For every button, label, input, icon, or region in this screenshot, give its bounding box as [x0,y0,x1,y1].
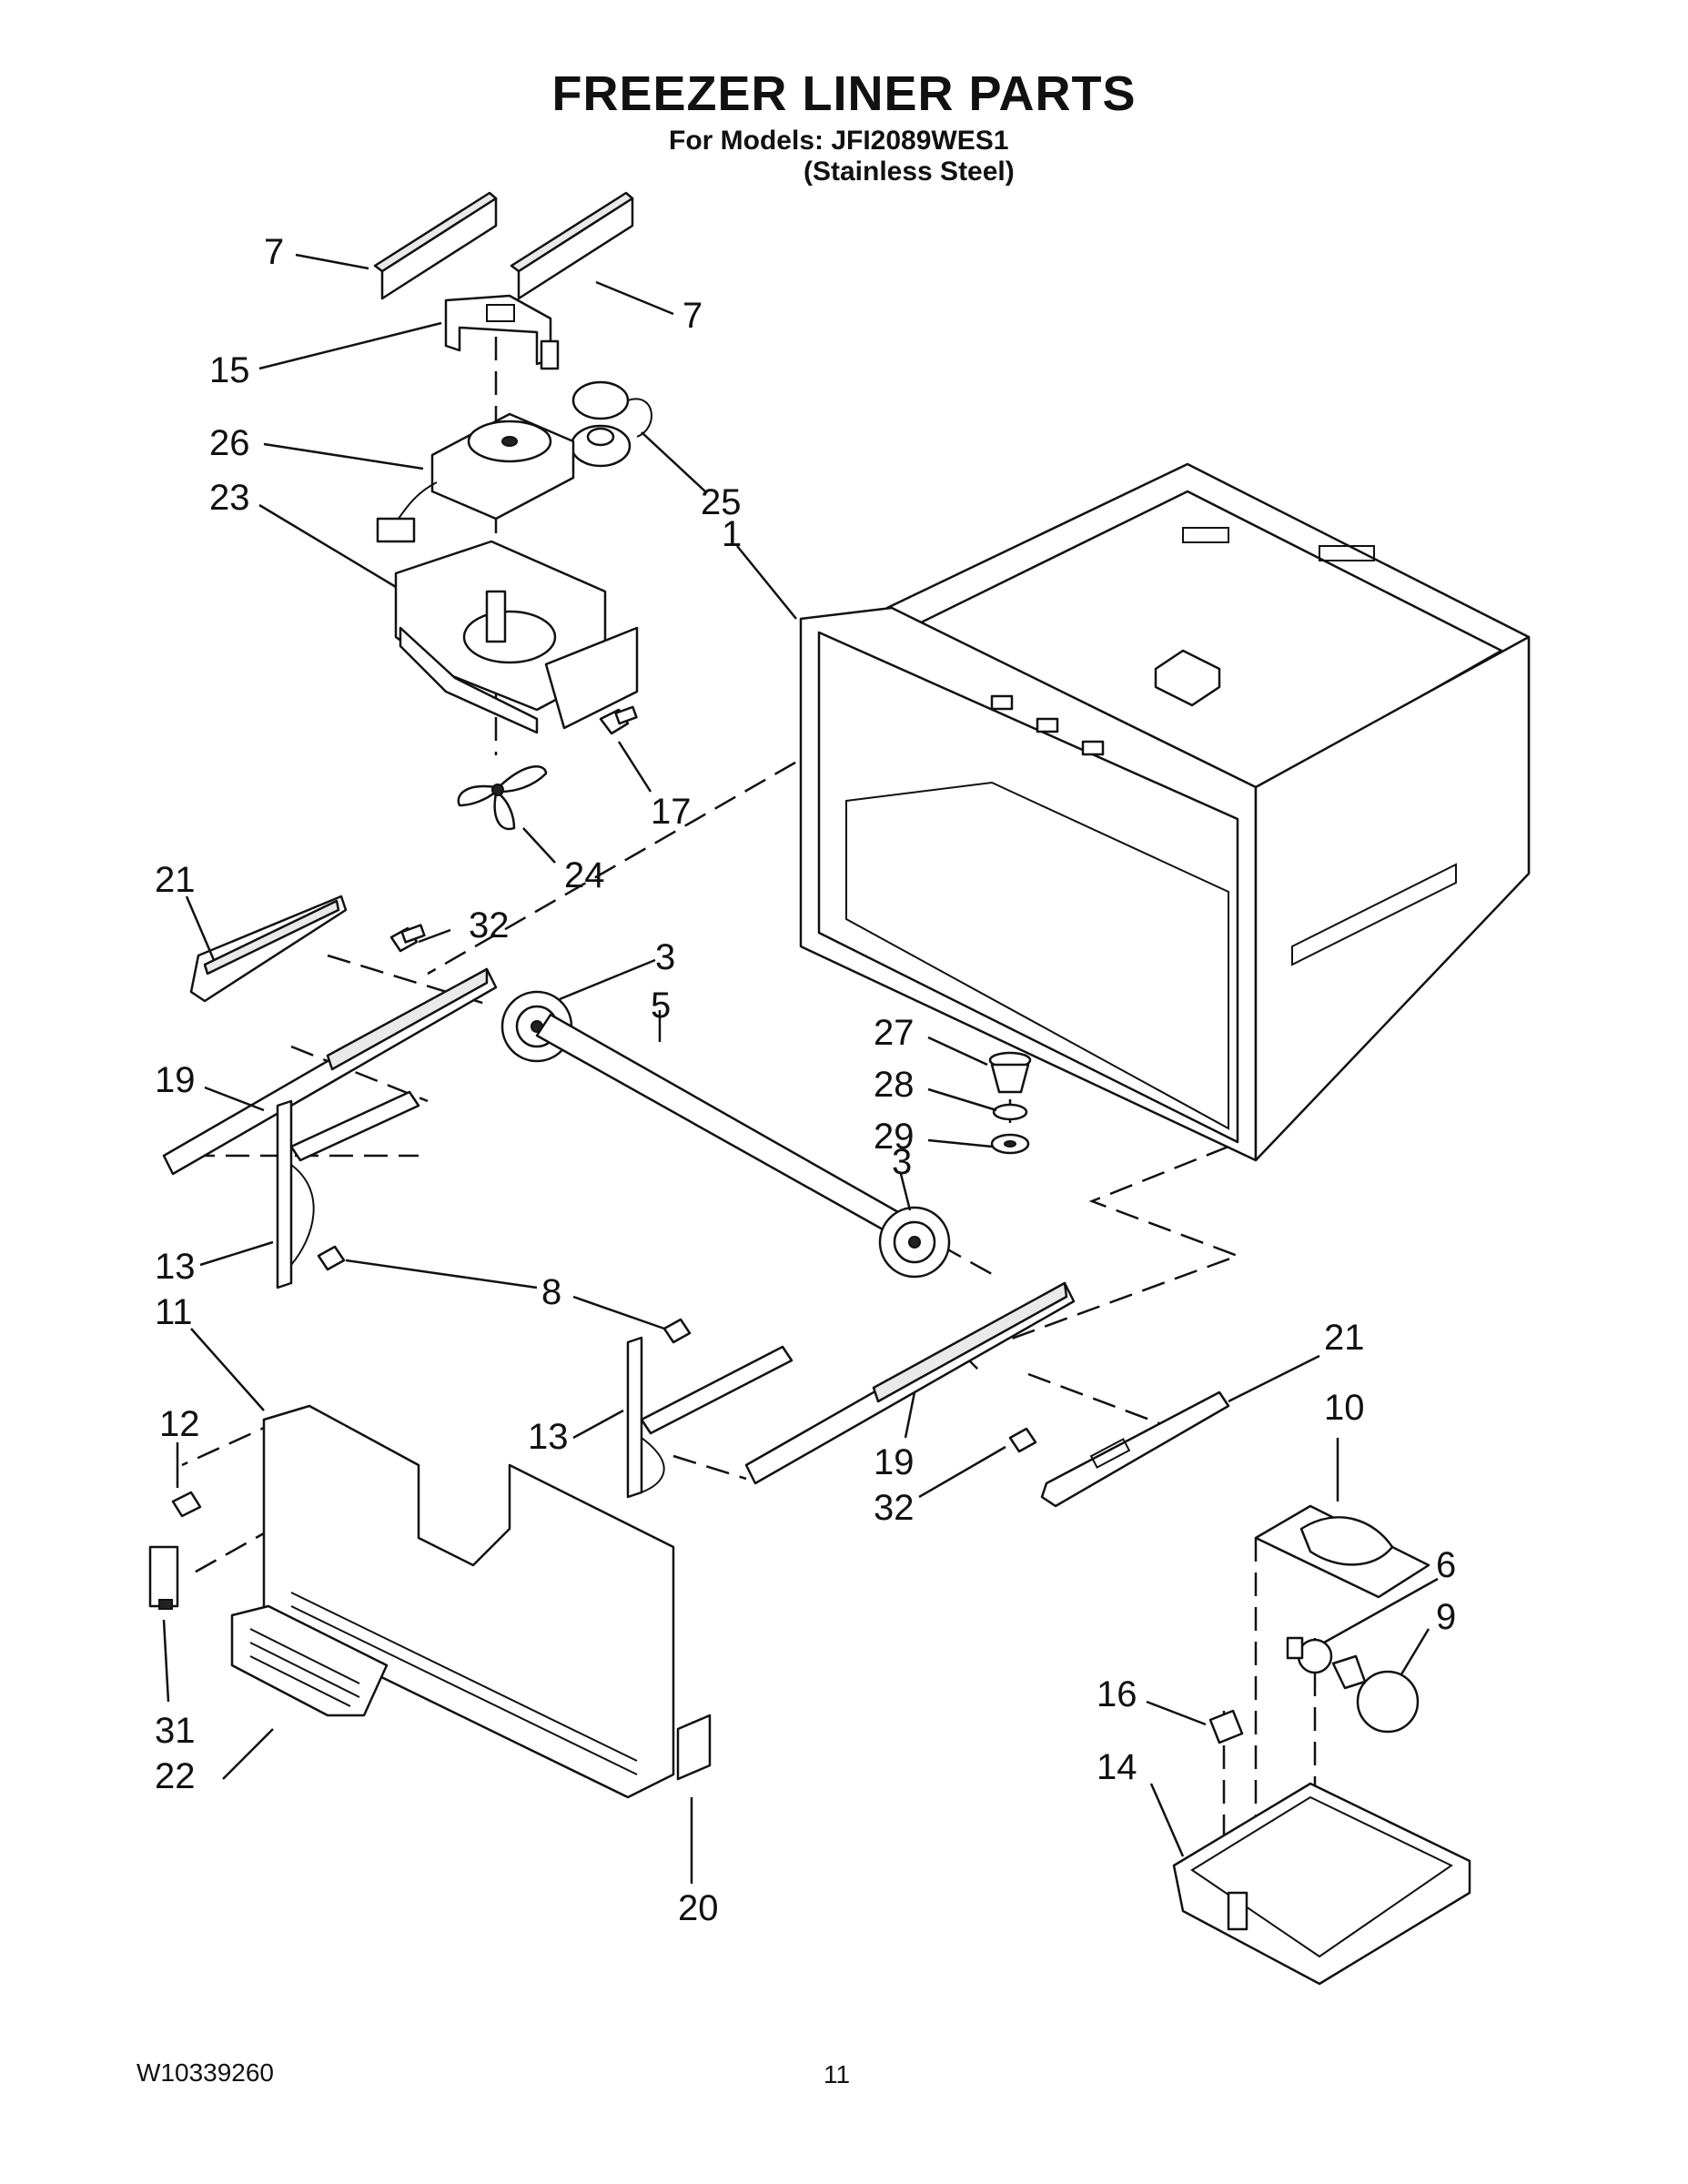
callout-13-left: 13 [155,1247,196,1287]
gasket-20 [676,1714,712,1781]
bracket-left [276,1090,420,1289]
callout-14: 14 [1097,1747,1137,1787]
callout-labels: 7 7 15 26 25 1 23 17 24 21 32 3 5 27 28 … [155,232,1456,1928]
gasket-right [510,191,634,300]
screw-32-upper [389,924,426,953]
clip-31 [148,1545,179,1610]
fan-housing [394,540,639,734]
callout-7-right: 7 [682,296,702,336]
lamp-cover [1254,1504,1430,1599]
callout-16: 16 [1097,1674,1137,1714]
rail-bracket-upper [189,895,348,1003]
damper-seal [992,1103,1028,1121]
callout-28: 28 [874,1065,915,1105]
screw-17 [599,705,638,735]
callout-29: 29 [874,1117,915,1157]
callout-17: 17 [651,792,692,832]
fan-blade [457,765,548,831]
slide-rail-upper [162,967,498,1176]
slide-rail-lower [744,1281,1076,1485]
callout-1: 1 [722,514,742,554]
freezer-liner [799,462,1531,1162]
fan-motor [376,412,575,543]
assembly-line-rail-bracket [290,1045,429,1103]
page-title: FREEZER LINER PARTS [551,66,1137,121]
fan-bracket [444,294,552,366]
assembly-line-rail-right [1027,1372,1175,1431]
callout-9: 9 [1436,1597,1456,1637]
light-bulb [1331,1654,1420,1734]
document-number: W10339260 [136,2058,275,2087]
assembly-line-upper-left [427,726,856,976]
callout-12: 12 [159,1404,200,1444]
bracket-right [626,1336,793,1499]
callout-27: 27 [874,1013,915,1053]
rail-bracket-lower [1040,1390,1230,1508]
callout-3-upper: 3 [655,937,675,977]
callout-20: 20 [678,1888,719,1928]
assembly-line-bracket-right [672,1454,747,1481]
callout-19-lower: 19 [874,1442,915,1482]
callout-23: 23 [209,478,250,518]
vent-slots [290,1592,638,1775]
callout-15: 15 [209,350,250,390]
grille-holes [249,1628,360,1707]
gear-lower [878,1206,951,1279]
callout-7-left: 7 [264,232,284,272]
callout-21-upper: 21 [155,860,196,900]
callout-3-lower: 3 [892,1142,912,1182]
assembly-line-lower-right [962,1145,1241,1375]
callout-25: 25 [701,482,742,522]
leader-lines [162,253,1439,1884]
callout-22: 22 [155,1756,196,1796]
grille-22 [230,1604,389,1717]
rear-panel [262,1404,675,1799]
screw-12 [171,1491,202,1518]
callout-26: 26 [209,423,250,463]
switch-16 [1208,1709,1244,1744]
callout-11: 11 [155,1292,193,1332]
damper-base [990,1133,1030,1155]
callout-24: 24 [564,855,605,895]
callout-13-right: 13 [528,1417,569,1457]
callout-5: 5 [651,986,671,1026]
screw-32-lower [1008,1427,1037,1453]
callout-6: 6 [1436,1545,1456,1585]
lamp-housing [1172,1782,1471,1986]
damper-cap [988,1051,1032,1094]
lamp-socket [1286,1636,1333,1674]
model-number: For Models: JFI2089WES1 [669,126,1009,156]
callout-8: 8 [541,1272,561,1312]
callout-32-lower: 32 [874,1488,915,1528]
callout-32-upper: 32 [469,905,510,945]
screw-8-left [317,1245,346,1271]
model-variant: (Stainless Steel) [804,157,1015,187]
callout-31: 31 [155,1711,196,1751]
gasket-left [373,191,498,300]
callout-21-lower: 21 [1324,1318,1365,1358]
shaft [535,1013,921,1244]
screw-8-right [662,1318,692,1344]
page-number: 11 [824,2060,851,2088]
callout-10: 10 [1324,1388,1365,1428]
callout-19-upper: 19 [155,1060,196,1100]
